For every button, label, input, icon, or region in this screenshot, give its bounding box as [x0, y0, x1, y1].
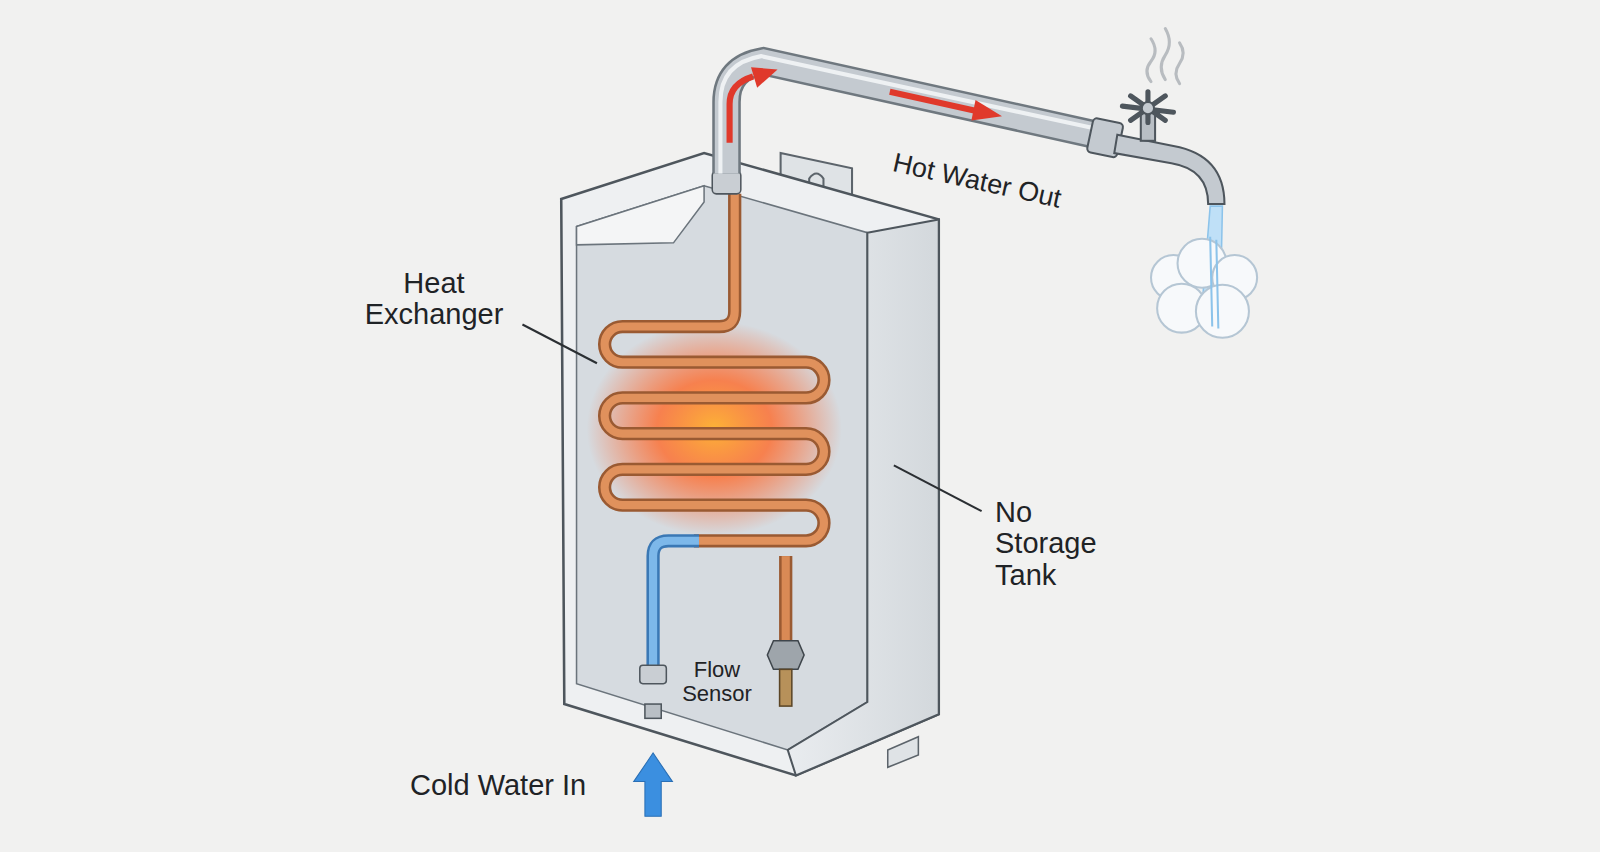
flow-arrow [890, 92, 978, 111]
flow-arrowhead [971, 100, 1002, 120]
faucet-spout [1114, 135, 1224, 204]
inlet-fitting [640, 665, 667, 683]
copper-coil-edge [605, 194, 824, 541]
housing-body [561, 153, 939, 775]
water-stream-lines [1210, 237, 1218, 329]
cold-in-arrow [634, 753, 673, 816]
steam-line [1176, 43, 1183, 84]
vapor-cloud [1151, 239, 1257, 338]
steam-line [1161, 29, 1169, 80]
sensor-pipe-edge [779, 556, 792, 641]
pipe-label: Cold Water In [410, 770, 586, 801]
faucet-handle [1122, 92, 1173, 123]
housing-cavity [577, 186, 868, 750]
copper-coil [605, 194, 824, 541]
flow-arrow [730, 77, 753, 143]
sensor-pipe [782, 556, 790, 641]
part-label: Flow Sensor [682, 658, 752, 706]
flow-arrowhead [751, 67, 778, 87]
part-label: Heat Exchanger [365, 268, 504, 331]
leader-line [894, 465, 982, 511]
steam-line [1147, 39, 1155, 82]
housing-lid [577, 186, 705, 245]
pipe-label: Hot Water Out [890, 148, 1064, 214]
outlet-fitting [712, 171, 741, 193]
cold-pipe [653, 541, 699, 674]
cold-pipe-edge [653, 541, 699, 674]
part-label: No Storage Tank [995, 497, 1097, 591]
flow-sensor [767, 641, 804, 670]
faucet-cap [1142, 102, 1154, 114]
mount-foot [888, 737, 919, 768]
inlet-stub [645, 704, 661, 718]
sensor-brass [780, 669, 792, 706]
leader-line [522, 324, 596, 363]
